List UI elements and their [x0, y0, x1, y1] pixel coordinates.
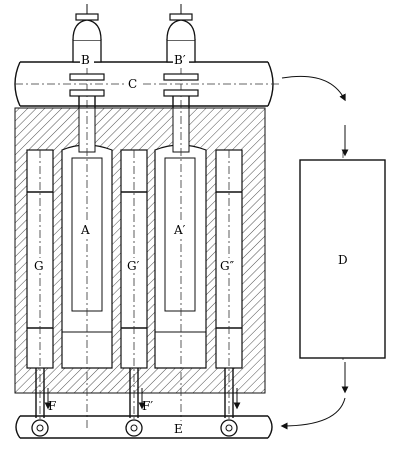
label-a-prime: A′: [173, 223, 186, 237]
label-g-prime: G′: [127, 259, 140, 273]
label-a: A: [80, 223, 90, 237]
flow-arrows: [280, 75, 349, 430]
label-b: B: [81, 53, 90, 67]
label-b-prime: B′: [174, 53, 186, 67]
drain-pipes: [31, 368, 241, 437]
label-d: D: [338, 253, 348, 267]
label-f-prime: F′: [142, 399, 153, 413]
label-g-double-prime: G″: [220, 259, 235, 273]
label-e: E: [174, 422, 183, 436]
label-f: F: [48, 399, 56, 413]
labels: B B′ C A A′ G G′ G″ D F F′ E: [32, 52, 352, 436]
label-c: C: [128, 77, 137, 91]
pipe-e: [15, 415, 273, 439]
label-g: G: [34, 259, 44, 273]
pipe-c: [14, 61, 280, 107]
